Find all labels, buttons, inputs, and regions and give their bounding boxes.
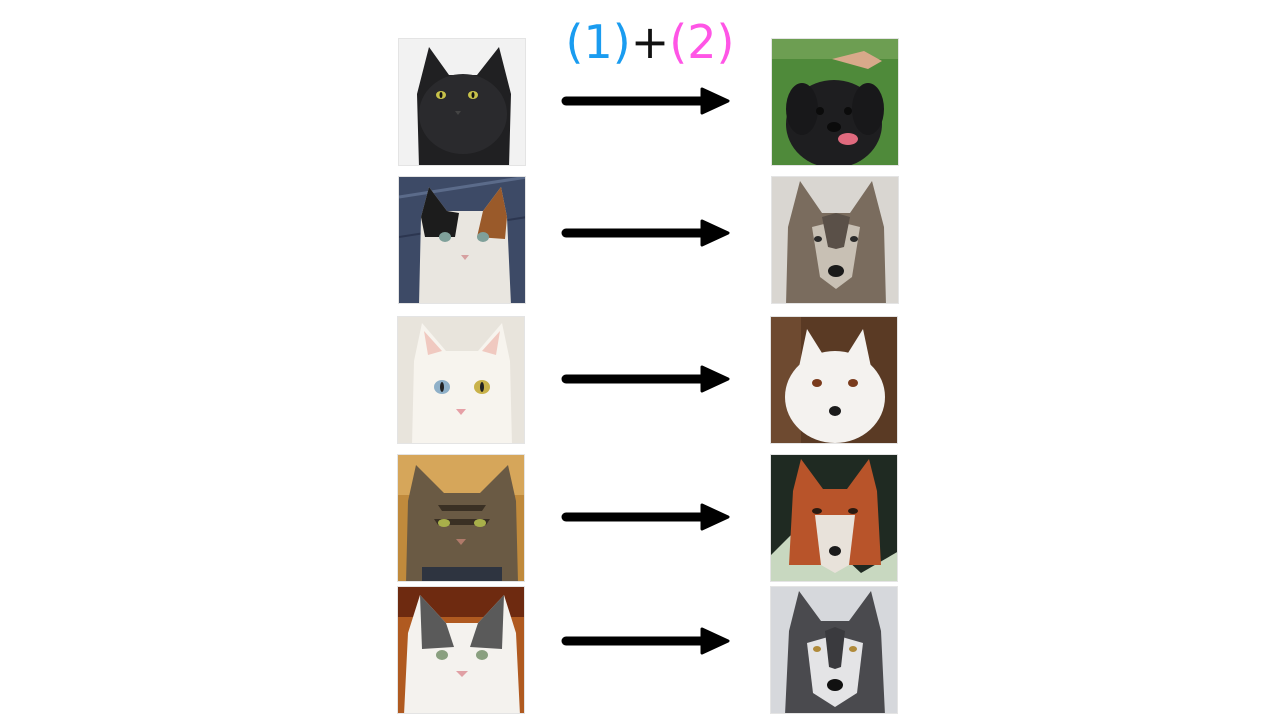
target-image-black-dog	[771, 38, 899, 166]
source-image-white-gray-cat	[397, 586, 525, 714]
arrow-row-4	[560, 502, 732, 532]
label-two: (2)	[669, 15, 735, 69]
label-one: (1)	[565, 15, 631, 69]
plus-sign: +	[630, 15, 670, 69]
arrow-row-1	[560, 86, 732, 116]
arrow-row-2	[560, 218, 732, 248]
target-image-red-fox	[770, 454, 898, 582]
target-image-wolf	[770, 586, 898, 714]
source-image-calico-cat	[398, 176, 526, 304]
arrow-row-3	[560, 364, 732, 394]
target-image-gray-wolf	[771, 176, 899, 304]
source-image-white-cat	[397, 316, 525, 444]
source-image-black-cat	[398, 38, 526, 166]
equation-header: (1)+(2)	[540, 10, 760, 74]
arrow-row-5	[560, 626, 732, 656]
source-image-tabby-cat	[397, 454, 525, 582]
target-image-arctic-fox	[770, 316, 898, 444]
